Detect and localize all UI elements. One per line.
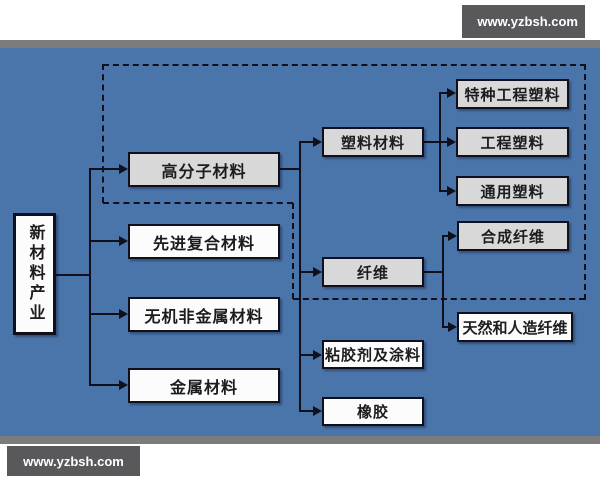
node-plastic: 塑料材料 — [322, 127, 424, 157]
connector-to-eng-plastic — [441, 141, 449, 143]
connector-to-composite — [91, 240, 121, 242]
node-adhesive: 粘胶剂及涂料 — [322, 340, 424, 369]
node-eng-plastic: 工程塑料 — [456, 127, 569, 157]
connector-to-special-plastic — [441, 92, 449, 94]
connector-to-plastic — [301, 141, 315, 143]
arrowhead-adhesive — [313, 350, 322, 360]
node-synthetic-fiber: 合成纤维 — [457, 221, 569, 251]
arrowhead-fiber — [313, 267, 322, 277]
node-root: 新材料产业 — [13, 213, 56, 335]
connector-to-inorganic — [91, 313, 121, 315]
connector-plastic-trunk — [439, 92, 441, 192]
connector-to-synthetic-fiber — [444, 235, 450, 237]
arrowhead-general-plastic — [447, 186, 456, 196]
top-frame-bar — [0, 40, 600, 48]
dashed-region-top-edge — [103, 64, 586, 66]
arrowhead-special-plastic — [447, 88, 456, 98]
connector-polymer-stem — [280, 168, 301, 170]
connector-polymer-trunk — [299, 141, 301, 412]
dashed-region-bottom-edge — [293, 298, 585, 300]
watermark-top: www.yzbsh.com — [462, 5, 585, 38]
node-general-plastic: 通用塑料 — [456, 176, 569, 206]
arrowhead-natural-fiber — [448, 322, 457, 332]
bottom-frame-bar — [0, 436, 600, 444]
node-inorganic: 无机非金属材料 — [128, 297, 280, 332]
arrowhead-eng-plastic — [447, 137, 456, 147]
connector-root-stem — [56, 274, 91, 276]
connector-fiber-stem — [424, 271, 444, 273]
node-natural-fiber: 天然和人造纤维 — [457, 312, 573, 342]
arrowhead-plastic — [313, 137, 322, 147]
connector-to-general-plastic — [441, 190, 449, 192]
node-metal: 金属材料 — [128, 368, 280, 403]
dashed-region-right-edge — [584, 64, 586, 300]
connector-to-fiber — [301, 271, 315, 273]
arrowhead-metal — [119, 380, 128, 390]
node-polymer: 高分子材料 — [128, 152, 280, 187]
node-fiber: 纤维 — [322, 257, 424, 287]
arrowhead-rubber — [313, 406, 322, 416]
connector-plastic-stem — [424, 141, 441, 143]
node-composite: 先进复合材料 — [128, 224, 280, 259]
connector-to-rubber — [301, 410, 315, 412]
connector-to-metal — [91, 384, 121, 386]
connector-to-polymer — [91, 168, 121, 170]
node-rubber: 橡胶 — [322, 397, 424, 426]
arrowhead-synthetic-fiber — [448, 231, 457, 241]
arrowhead-composite — [119, 236, 128, 246]
dashed-region-step-horizontal — [103, 202, 293, 204]
dashed-region-step-vertical — [292, 203, 294, 299]
connector-fiber-trunk — [442, 235, 444, 328]
arrowhead-polymer — [119, 164, 128, 174]
connector-to-natural-fiber — [444, 326, 450, 328]
connector-root-trunk — [89, 168, 91, 386]
connector-to-adhesive — [301, 354, 315, 356]
node-special-eng-plastic: 特种工程塑料 — [456, 79, 569, 109]
arrowhead-inorganic — [119, 309, 128, 319]
watermark-bottom: www.yzbsh.com — [7, 446, 140, 476]
dashed-region-left-edge — [102, 64, 104, 203]
